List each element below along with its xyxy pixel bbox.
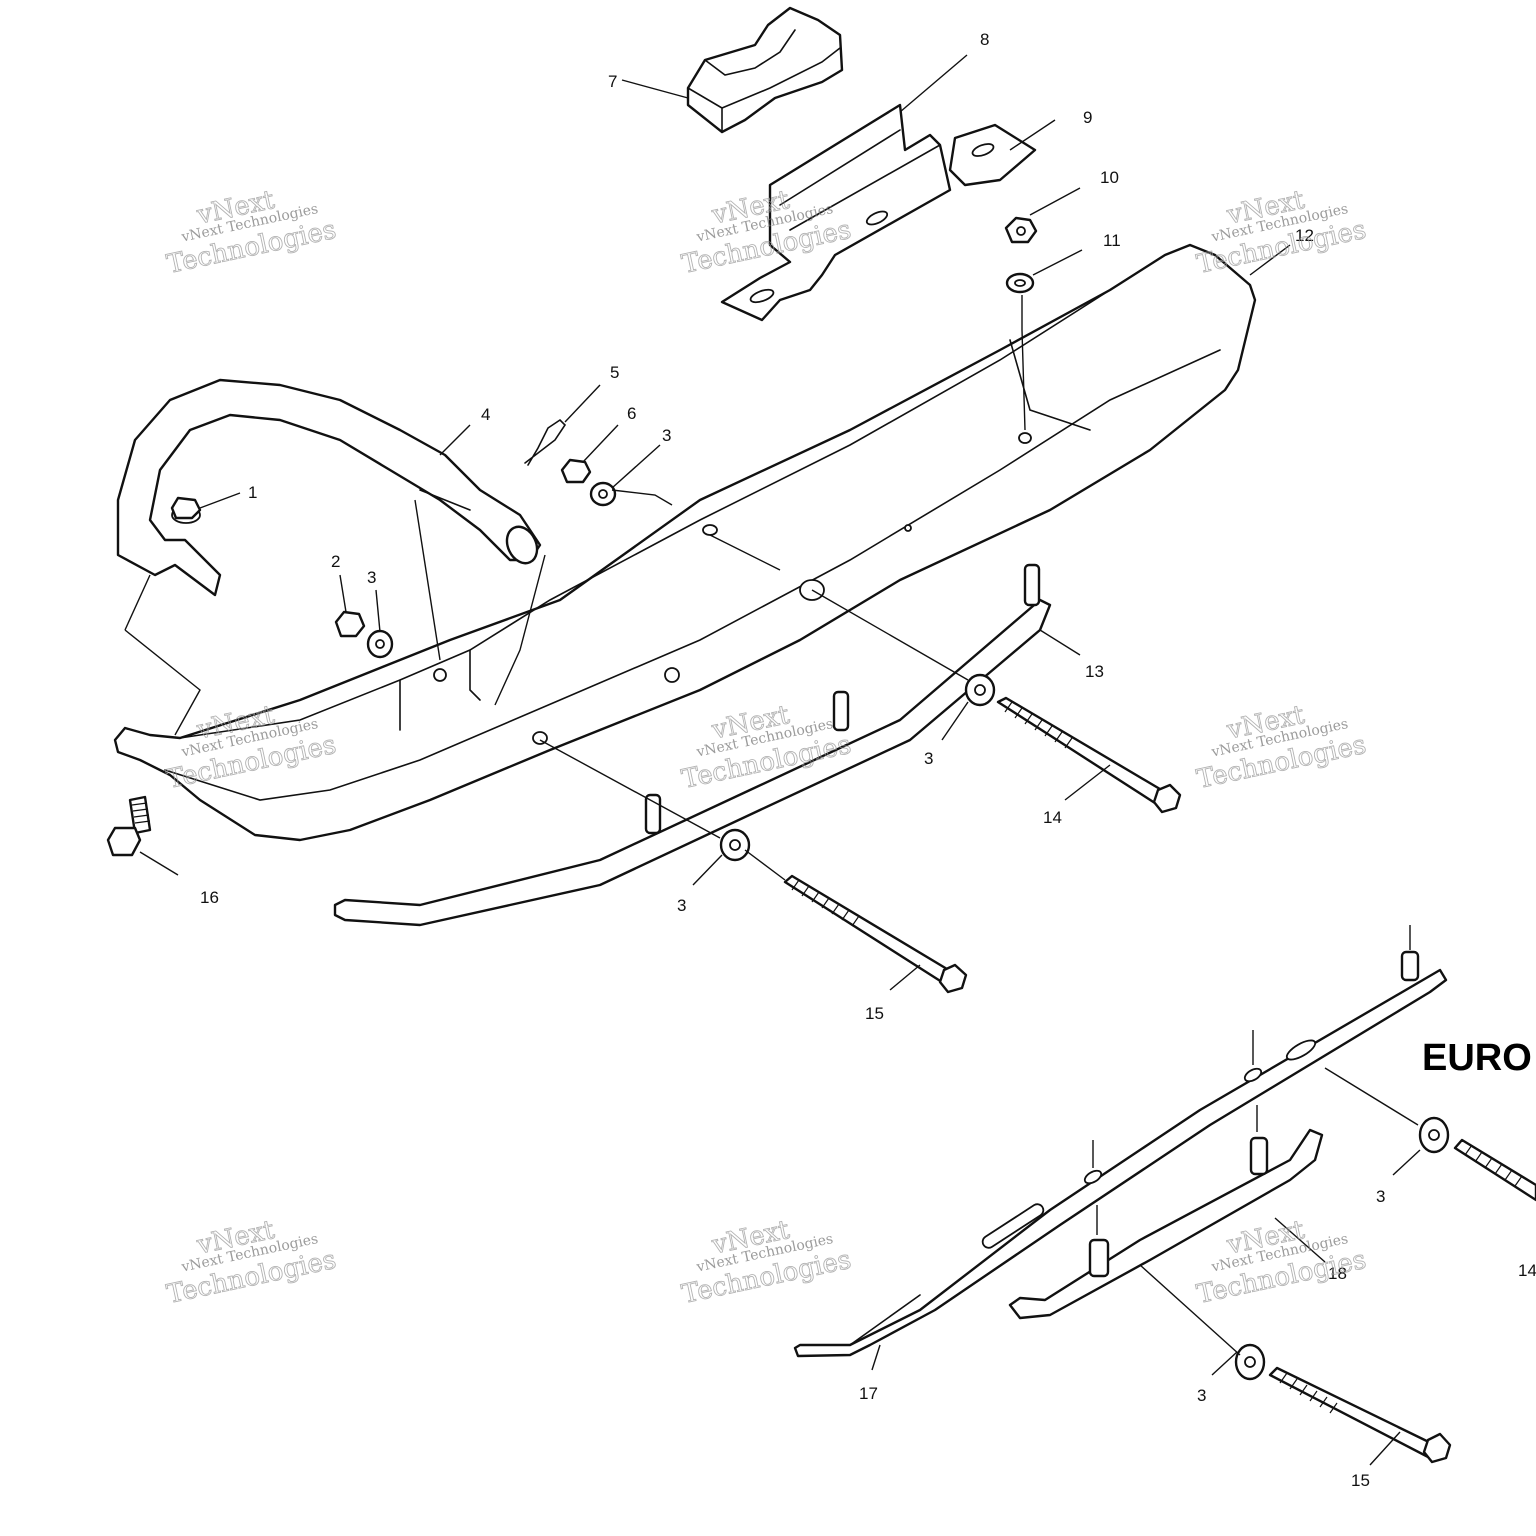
part-3-washer-e: [1418, 1116, 1450, 1154]
callout-3: 3: [1197, 1386, 1206, 1405]
callout-8: 8: [980, 30, 989, 49]
part-16-bolt: [106, 795, 152, 857]
part-11-washer: [1005, 272, 1035, 294]
part-18-wear-bar: [1008, 1128, 1324, 1320]
callout-11: 11: [1103, 231, 1121, 250]
part-6-nut: [560, 458, 592, 484]
callout-3: 3: [924, 749, 933, 768]
part-5-cotter-pin: [524, 418, 567, 466]
part-9-bracket-tab: [948, 123, 1037, 187]
part-14-bolt: [996, 696, 1182, 814]
callout-10: 10: [1100, 168, 1119, 187]
callout-15: 15: [865, 1004, 884, 1023]
part-2-nut: [334, 610, 366, 638]
part-15-bolt-euro: [1268, 1366, 1452, 1464]
euro-region-label: EURO: [1422, 1037, 1532, 1079]
part-13-wear-bar: [333, 563, 1052, 927]
part-3-washer-f: [1234, 1343, 1266, 1381]
part-14-bolt-euro: [1453, 1138, 1536, 1202]
callout-18: 18: [1328, 1264, 1347, 1283]
callout-3: 3: [662, 426, 671, 445]
part-17-runner-plate: [793, 950, 1448, 1358]
assembly-lines: [124, 295, 1419, 1356]
callout-6: 6: [627, 404, 636, 423]
callout-16: 16: [200, 888, 219, 907]
callout-1: 1: [248, 483, 257, 502]
callout-labels: 1 2 3 4 5 6 3 7 8 9 10 11 12 13 3 14 3 1…: [200, 30, 1536, 1490]
callout-7: 7: [608, 72, 617, 91]
part-3-washer-a: [589, 481, 617, 507]
callout-15: 15: [1351, 1471, 1370, 1490]
callout-9: 9: [1083, 108, 1092, 127]
callout-14: 14: [1043, 808, 1062, 827]
callout-2: 2: [331, 552, 340, 571]
callout-4: 4: [481, 405, 490, 424]
part-7-saddle-pad: [686, 6, 844, 134]
part-3-washer-d: [719, 828, 751, 862]
callout-3: 3: [677, 896, 686, 915]
part-3-washer-b: [366, 629, 394, 659]
part-1-nut: [170, 496, 202, 520]
callout-14: 14: [1518, 1261, 1536, 1280]
callout-5: 5: [610, 363, 619, 382]
part-15-bolt: [783, 874, 968, 994]
callout-3: 3: [1376, 1187, 1385, 1206]
callout-leaders: [139, 54, 1421, 1466]
part-3-washer-c: [964, 673, 996, 707]
part-10-nut: [1004, 216, 1038, 244]
part-8-saddle-bracket: [720, 103, 952, 322]
part-4-handle: [116, 378, 542, 597]
callout-12: 12: [1295, 226, 1314, 245]
callout-17: 17: [859, 1384, 878, 1403]
callout-3: 3: [367, 568, 376, 587]
callout-13: 13: [1085, 662, 1104, 681]
